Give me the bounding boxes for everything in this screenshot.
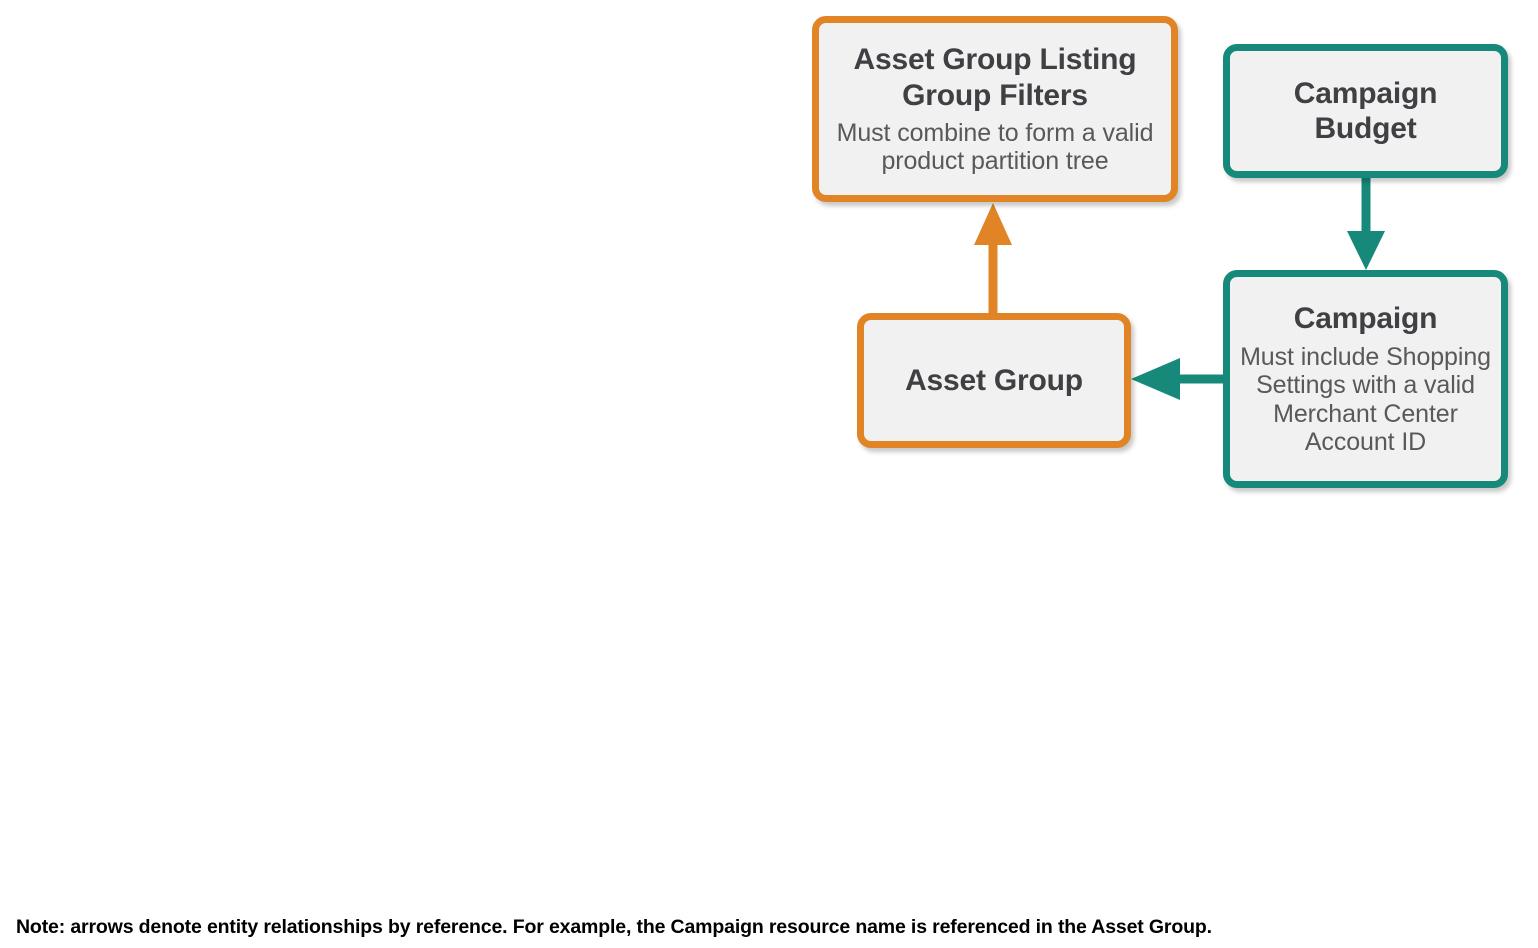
- node-campaign-budget[interactable]: Campaign Budget: [1223, 44, 1508, 178]
- edge-campaign-to-asset-group: [1131, 358, 1223, 400]
- node-title: Campaign Budget: [1293, 76, 1438, 145]
- node-title: Asset Group Listing Group Filters: [853, 43, 1137, 112]
- node-asset-group-listing-group-filters[interactable]: Asset Group Listing Group Filters Must c…: [812, 16, 1178, 202]
- node-campaign[interactable]: Campaign Must include Shopping Settings …: [1223, 270, 1508, 488]
- node-title: Campaign: [1293, 302, 1438, 336]
- edge-campaign-budget-to-campaign: [1347, 178, 1385, 270]
- diagram-note: Note: arrows denote entity relationships…: [16, 916, 1212, 938]
- node-subtitle: Must combine to form a valid product par…: [836, 118, 1154, 176]
- node-asset-group[interactable]: Asset Group: [857, 313, 1131, 448]
- node-title: Asset Group: [905, 363, 1083, 397]
- edge-asset-group-to-listing-group-filters: [974, 203, 1012, 313]
- node-subtitle: Must include Shopping Settings with a va…: [1240, 342, 1491, 457]
